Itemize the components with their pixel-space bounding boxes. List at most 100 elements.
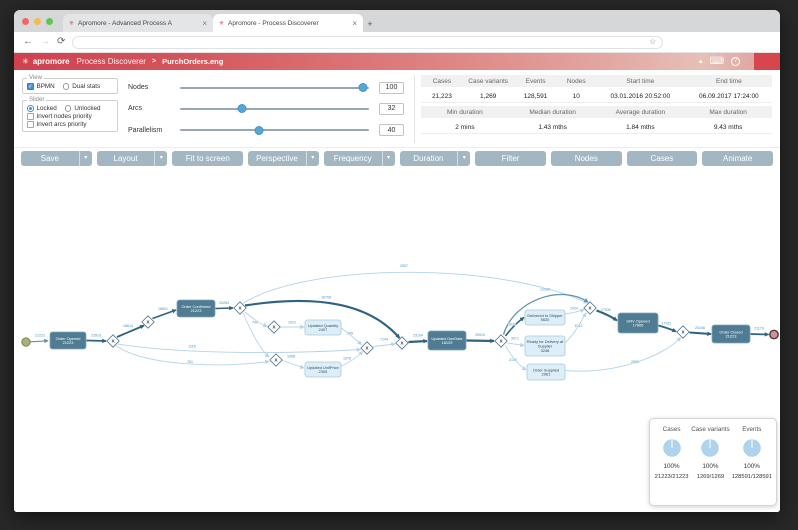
slider-value-input[interactable]: 40 <box>379 124 404 137</box>
sequence-flow-edge[interactable] <box>689 331 712 336</box>
fit-to-screen-button[interactable]: Fit to screen <box>172 151 244 166</box>
xor-gateway-g7[interactable]: X <box>494 334 508 348</box>
gateway-diamond[interactable] <box>106 334 120 348</box>
dropdown-caret-icon[interactable]: ▾ <box>457 151 470 166</box>
task-shape[interactable] <box>176 299 216 318</box>
xor-gateway-g2[interactable]: X <box>141 315 155 329</box>
browser-tab[interactable]: ✳Apromore - Process Discoverer× <box>213 14 363 32</box>
sequence-flow-edge[interactable] <box>117 343 362 353</box>
task-shape[interactable] <box>427 330 467 351</box>
dropdown-caret-icon[interactable]: ▾ <box>381 151 395 166</box>
option-invert-arcs-priority[interactable]: Invert arcs priority <box>27 121 87 128</box>
maximize-window-icon[interactable] <box>46 17 53 25</box>
cases-button[interactable]: Cases <box>626 151 698 166</box>
collapse-caret-icon[interactable]: ▴ <box>699 58 703 65</box>
sequence-flow-edge[interactable] <box>244 311 268 328</box>
animate-button[interactable]: Animate <box>702 151 774 166</box>
task-shape[interactable] <box>711 324 751 344</box>
gateway-diamond[interactable] <box>141 315 155 329</box>
option-dual-stats[interactable]: Dual stats <box>62 83 100 90</box>
new-tab-button[interactable]: + <box>367 19 373 29</box>
slider-value-input[interactable]: 100 <box>379 81 404 94</box>
sequence-flow-edge[interactable] <box>341 327 363 345</box>
close-window-icon[interactable] <box>22 17 29 25</box>
checkbox-icon[interactable] <box>27 121 34 128</box>
task-shape[interactable] <box>617 312 659 334</box>
keyboard-shortcuts-icon[interactable]: ⌨ <box>709 55 724 67</box>
sequence-flow-edge[interactable] <box>596 309 618 322</box>
minimize-window-icon[interactable] <box>34 17 41 25</box>
sequence-flow-edge[interactable] <box>502 293 589 335</box>
radio-icon[interactable] <box>27 105 34 112</box>
sequence-flow-edge[interactable] <box>341 350 363 367</box>
sequence-flow-edge[interactable] <box>408 338 428 344</box>
layout-button[interactable]: Layout▾ <box>96 151 168 166</box>
sequence-flow-edge[interactable] <box>215 305 234 311</box>
slider-thumb[interactable] <box>358 82 368 92</box>
sequence-flow-edge[interactable] <box>116 324 145 338</box>
reload-icon[interactable]: ⟳ <box>57 36 66 47</box>
slider-value-input[interactable]: 32 <box>379 102 404 115</box>
gateway-diamond[interactable] <box>267 320 281 334</box>
checkbox-icon[interactable]: ✓ <box>27 83 34 90</box>
sequence-flow-edge[interactable] <box>152 309 177 320</box>
radio-icon[interactable] <box>62 83 70 90</box>
sequence-flow-edge[interactable] <box>244 299 401 339</box>
xor-gateway-g5[interactable]: X <box>360 341 374 355</box>
task-shape[interactable] <box>524 335 566 357</box>
option-locked[interactable]: Locked <box>27 105 57 112</box>
sequence-flow-edge[interactable] <box>373 342 396 348</box>
sequence-flow-edge[interactable] <box>565 336 681 372</box>
sequence-flow-edge[interactable] <box>86 338 107 344</box>
duration-button[interactable]: Duration▾ <box>399 151 471 166</box>
task-shape[interactable] <box>304 361 342 378</box>
checkbox-icon[interactable] <box>27 113 34 120</box>
dropdown-caret-icon[interactable]: ▾ <box>78 151 92 166</box>
option-invert-nodes-priority[interactable]: Invert nodes priority <box>27 113 92 120</box>
gateway-diamond[interactable] <box>583 301 597 315</box>
save-button[interactable]: Save▾ <box>21 151 92 166</box>
address-bar[interactable]: ☆ <box>72 35 664 49</box>
sequence-flow-edge[interactable] <box>242 271 589 304</box>
end-event[interactable] <box>769 329 779 340</box>
frequency-button[interactable]: Frequency▾ <box>323 151 395 166</box>
radio-icon[interactable] <box>64 105 72 112</box>
tab-close-icon[interactable]: × <box>202 18 207 28</box>
back-icon[interactable]: ← <box>23 36 33 47</box>
dropdown-caret-icon[interactable]: ▾ <box>154 151 167 166</box>
slider-track[interactable] <box>180 82 369 92</box>
task-shape[interactable] <box>524 309 566 326</box>
nodes-button[interactable]: Nodes <box>550 151 622 166</box>
gateway-diamond[interactable] <box>676 325 690 339</box>
sequence-flow-edge[interactable] <box>507 342 525 348</box>
start-event[interactable] <box>21 337 31 347</box>
xor-gateway-g6[interactable]: X <box>395 336 409 350</box>
xor-gateway-g9[interactable]: X <box>676 325 690 339</box>
sequence-flow-edge[interactable] <box>242 312 270 358</box>
xor-gateway-g8[interactable]: X <box>583 301 597 315</box>
browser-tab[interactable]: ✳Apromore - Advanced Process A× <box>63 14 213 32</box>
perspective-button[interactable]: Perspective▾ <box>248 151 319 166</box>
tab-close-icon[interactable]: × <box>352 18 357 28</box>
slider-thumb[interactable] <box>254 125 264 135</box>
filter-button[interactable]: Filter <box>475 151 546 166</box>
sequence-flow-edge[interactable] <box>565 308 585 315</box>
bookmark-star-icon[interactable]: ☆ <box>649 37 657 46</box>
dropdown-caret-icon[interactable]: ▾ <box>305 151 319 166</box>
sequence-flow-edge[interactable] <box>466 338 495 344</box>
sequence-flow-edge[interactable] <box>115 345 270 366</box>
task-shape[interactable] <box>526 363 566 381</box>
xor-gateway-g4a[interactable]: X <box>267 320 281 334</box>
help-icon[interactable]: ? <box>731 57 740 66</box>
sequence-flow-edge[interactable] <box>504 316 525 337</box>
gateway-diamond[interactable] <box>269 353 283 367</box>
task-shape[interactable] <box>49 331 87 350</box>
